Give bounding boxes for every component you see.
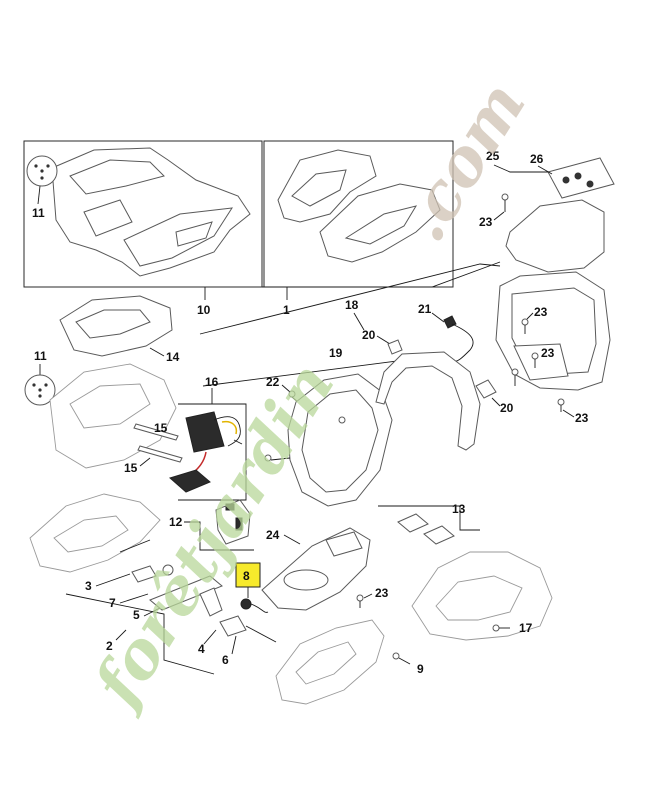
leader-7 [119,593,149,604]
callout-9: 9 [417,662,424,676]
callout-11a: 11 [32,206,45,220]
leader-5 [143,607,161,617]
handle-frame [264,373,393,507]
leader-25-26 [493,164,548,173]
housing-shell-10 [51,147,251,277]
callout-22: 22 [266,375,280,389]
bracket-14 [184,521,254,551]
leader-3 [95,573,131,587]
housing-ghost-left [49,363,177,469]
leader-26 [537,165,553,175]
leader-6 [231,635,237,655]
leader-21 [431,312,445,323]
screw-22 [288,390,301,405]
callout-23a: 23 [479,215,493,229]
screw-9 [392,652,411,665]
clip-20b [475,379,497,399]
callout-23d: 23 [575,411,589,425]
handle-cover-top [505,199,605,273]
callout-12: 14 [166,350,180,364]
callout-2: 2 [106,639,113,653]
callout-10: 10 [197,303,211,317]
callout-23b: 23 [534,305,548,319]
bar-15b [137,445,183,463]
leader-11a [37,185,41,205]
leader-15b [139,457,151,467]
leader-22 [281,384,291,393]
gasket-disc-11b [24,374,56,406]
callout-20b: 20 [500,401,514,415]
callout-7: 7 [109,596,116,610]
leader-4 [203,629,217,645]
handle-loop-right [495,271,611,391]
electronics-module-16 [168,411,243,493]
callout-11b: 11 [34,349,47,363]
bracket-16 [178,403,247,501]
leader-20b [491,397,501,407]
leader-18 [353,312,365,331]
leader-23b [526,312,534,320]
screw-17 [492,624,510,632]
sensor-8 [240,598,269,613]
callout-20a: 20 [362,328,376,342]
bar-15a [133,423,179,441]
callout-15b: 15 [124,461,138,475]
callout-4: 4 [198,642,205,656]
leader-12 [149,347,165,357]
callout-5: 5 [133,608,140,622]
cover-12 [59,295,173,357]
group-box-10 [23,140,263,288]
highlight-box-8: 8 [235,562,261,588]
callout-24: 24 [266,528,280,542]
callout-18: 18 [345,298,359,312]
clip-20a [387,339,403,355]
bracket-13 [378,505,480,531]
callout-1: 1 [283,303,290,317]
tray-24 [261,527,371,611]
screw-23-lower [356,594,364,608]
housing-ghost-bottom-right [411,551,553,641]
leader-bracket-upper [262,261,501,288]
callout-21: 21 [418,302,432,316]
switch-14 [215,499,251,545]
leader-24 [283,534,301,545]
callout-16: 16 [205,375,219,389]
callout-26: 26 [530,152,544,166]
callout-23e: 23 [375,586,389,600]
callout-3: 3 [85,579,92,593]
screw-23-right [511,318,565,412]
housing-ghost-mid [29,493,161,573]
callout-19: 19 [329,346,343,360]
housing-half-1 [277,149,441,263]
spring-and-parts [119,539,277,643]
callout-13: 13 [452,502,466,516]
callout-25: 25 [486,149,500,163]
bracket-lower-left [65,593,215,675]
callout-6: 6 [222,653,229,667]
leader-20a [376,335,391,345]
leader-23d [562,409,575,418]
housing-ghost-bottom-center [275,619,385,705]
pad-13b [423,525,455,545]
gasket-disc-11a [26,155,58,187]
leader-bracket-lower [199,263,501,335]
leader-23e [363,593,373,599]
callout-17: 17 [519,621,533,635]
callout-8: 8 [243,569,250,583]
callout-23c: 23 [541,346,555,360]
label-sticker-26 [547,157,615,199]
callout-14: 12 [169,515,183,529]
bow-handle-19 [375,351,481,451]
leader-2 [115,629,127,641]
callout-15a: 15 [154,421,168,435]
screw-23-top [501,193,509,212]
leader-23a [493,211,505,221]
pad-13a [397,513,429,533]
